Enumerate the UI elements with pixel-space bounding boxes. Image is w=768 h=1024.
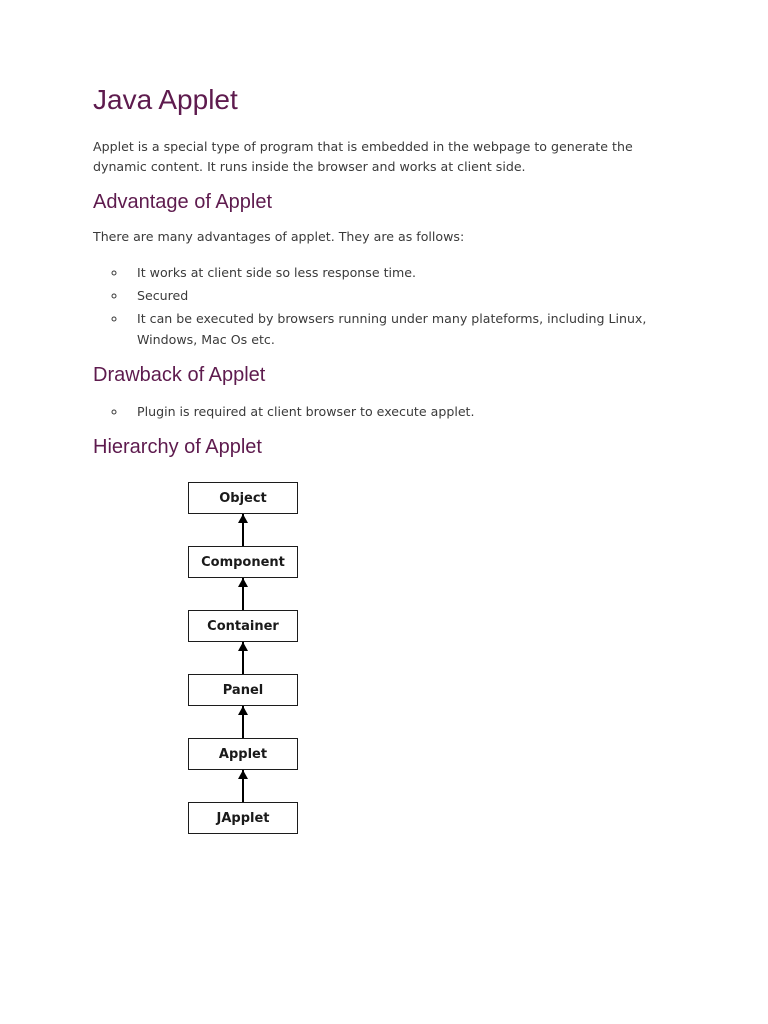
intro-paragraph: Applet is a special type of program that… — [93, 139, 633, 174]
hierarchy-node-japplet: JApplet — [188, 802, 298, 834]
advantage-list: It works at client side so less response… — [93, 262, 678, 350]
hierarchy-heading: Hierarchy of Applet — [93, 436, 262, 458]
hierarchy-node-container: Container — [188, 610, 298, 642]
hierarchy-node-object: Object — [188, 482, 298, 514]
list-item: Secured — [127, 285, 678, 306]
hierarchy-node-component: Component — [188, 546, 298, 578]
up-arrow-icon — [238, 514, 248, 546]
advantage-heading: Advantage of Applet — [93, 191, 273, 213]
list-item: It works at client side so less response… — [127, 262, 678, 283]
up-arrow-icon — [238, 770, 248, 802]
hierarchy-node-panel: Panel — [188, 674, 298, 706]
up-arrow-icon — [238, 642, 248, 674]
up-arrow-icon — [238, 706, 248, 738]
hierarchy-diagram: Object Component Container Panel Applet … — [188, 482, 298, 834]
advantage-intro: There are many advantages of applet. The… — [93, 229, 465, 244]
list-item: Plugin is required at client browser to … — [127, 401, 678, 422]
page-title: Java Applet — [93, 84, 238, 115]
hierarchy-node-applet: Applet — [188, 738, 298, 770]
list-item: It can be executed by browsers running u… — [127, 308, 678, 350]
drawback-list: Plugin is required at client browser to … — [93, 401, 678, 422]
drawback-heading: Drawback of Applet — [93, 364, 266, 386]
up-arrow-icon — [238, 578, 248, 610]
